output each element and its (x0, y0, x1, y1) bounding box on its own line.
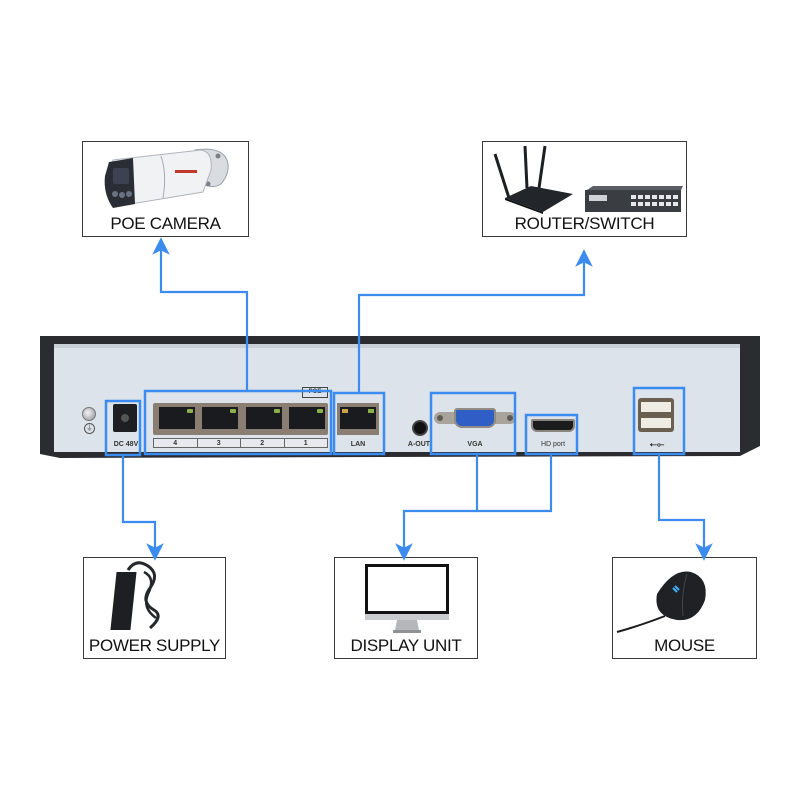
rj45-port-2 (246, 407, 282, 429)
lan-port (337, 403, 379, 435)
power-supply-box: POWER SUPPLY (83, 557, 226, 659)
audio-out-label: A-OUT (407, 441, 431, 448)
ground-screw (82, 407, 96, 421)
lan-port-highlight (332, 391, 386, 456)
line-lan-to-router (357, 249, 593, 393)
line-dc-to-power (121, 455, 164, 561)
lan-label: LAN (350, 441, 366, 448)
poe-port-number-2: 2 (241, 439, 285, 447)
mouse-label: MOUSE (654, 636, 715, 655)
poe-ports-group (153, 403, 328, 435)
poe-camera-label: POE CAMERA (110, 214, 221, 233)
rj45-port-1 (289, 407, 325, 429)
nvr-rear-panel: ⏚ DC 48V 4 3 2 1 POE LAN A-OUT VGA HD po… (40, 336, 760, 458)
poe-port-number-3: 3 (198, 439, 241, 447)
line-hdmi-to-display (477, 454, 553, 513)
display-unit-box: DISPLAY UNIT (334, 557, 478, 659)
monitor-icon (335, 558, 477, 634)
hdmi-port-highlight (524, 413, 579, 456)
hdmi-label: HD port (540, 441, 566, 448)
router-switch-label: ROUTER/SWITCH (514, 214, 655, 233)
mouse-box: MOUSE (612, 557, 757, 659)
line-poe-to-camera (152, 237, 249, 391)
usb-ports-highlight (632, 386, 686, 456)
poe-ports-highlight (143, 389, 333, 456)
dc-label: DC 48V (113, 441, 139, 448)
line-usb-to-mouse (657, 454, 713, 561)
vga-port-highlight (429, 391, 517, 456)
rj45-port-4 (159, 407, 195, 429)
power-supply-label: POWER SUPPLY (88, 636, 221, 655)
usb-ports (638, 398, 674, 432)
display-unit-label: DISPLAY UNIT (350, 636, 462, 655)
poe-port-number-strip: 4 3 2 1 (153, 438, 328, 448)
dc-port-highlight (104, 399, 142, 457)
audio-out-jack (412, 420, 428, 436)
poe-camera-box: POE CAMERA (82, 141, 249, 237)
poe-port-number-4: 4 (154, 439, 198, 447)
mouse-icon (613, 558, 756, 634)
bullet-camera-icon (83, 142, 248, 212)
dc-power-jack (113, 404, 137, 432)
power-adapter-icon (84, 558, 225, 634)
vga-port (434, 407, 516, 429)
router-switch-box: ROUTER/SWITCH (482, 141, 687, 237)
rj45-port-3 (202, 407, 238, 429)
vga-label: VGA (467, 441, 483, 448)
hdmi-port (531, 419, 575, 432)
usb-symbol-icon: ⭠⟜ (649, 439, 665, 449)
ground-symbol-icon: ⏚ (84, 423, 95, 434)
poe-port-number-1: 1 (303, 440, 308, 447)
line-vga-to-display (395, 454, 479, 561)
router-and-switch-icon (483, 142, 686, 214)
